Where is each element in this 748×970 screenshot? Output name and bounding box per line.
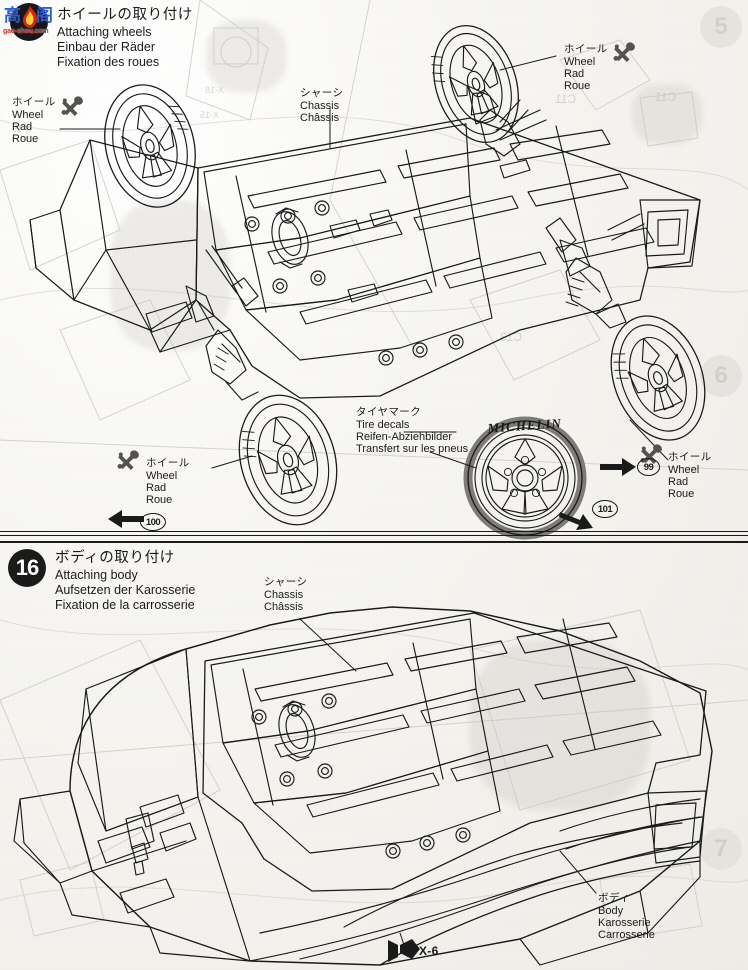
decal-arrows <box>108 458 636 530</box>
step-15-title-fr: Fixation des roues <box>57 54 160 69</box>
callout-tire-decals-jp: タイヤマーク <box>356 406 422 418</box>
watermark-char-1: 高 <box>4 6 21 25</box>
callout-body-step16-fr: Carrosserie <box>598 929 655 942</box>
divider-rule-lower <box>0 541 748 543</box>
tire-brand-text: MICHELIN <box>486 415 562 435</box>
callout-tire-decals-en: Tire decals <box>356 418 410 431</box>
callout-wheel-bottom-left-de: Rad <box>146 482 167 495</box>
callout-body-step16-en: Body <box>598 904 624 917</box>
cut-icon-top-right <box>613 42 635 62</box>
callout-wheel-top-right-de: Rad <box>564 68 585 81</box>
callout-wheel-top-left-en: Wheel <box>12 108 44 121</box>
callout-chassis-step16-de: Châssis <box>264 601 304 614</box>
callout-wheel-top-right-fr: Roue <box>564 80 591 93</box>
cut-icon-top-left <box>61 96 83 116</box>
step-16-title-jp: ボディの取り付け <box>55 550 175 566</box>
cut-icon-bottom-left <box>117 450 139 470</box>
callout-wheel-bottom-right-fr: Roue <box>668 488 695 501</box>
ghost-page-number-7: 7 <box>700 828 742 870</box>
step-16-header: 16 ボディの取り付け Attaching body Aufsetzen der… <box>8 549 195 612</box>
ghost-page-number-6: 6 <box>700 355 742 397</box>
callout-wheel-bottom-left-jp: ホイール <box>146 457 190 469</box>
callout-body-step16: ボディ Body Karosserie Carrosserie <box>598 892 655 942</box>
step-16-title-fr: Fixation de la carrosserie <box>55 597 195 612</box>
callout-chassis-step15-jp: シャーシ <box>300 87 344 99</box>
divider-rule-upper <box>0 531 748 532</box>
step-15-text: ホイールの取り付け Attaching wheels Einbau der Rä… <box>57 6 193 69</box>
callout-wheel-top-left: ホイール Wheel Rad Roue <box>12 96 56 146</box>
ghost-page-number-5: 5 <box>700 6 742 48</box>
callout-tire-decals: タイヤマーク Tire decals Reifen-Abziehbilder T… <box>356 406 469 456</box>
callout-chassis-step16-en: Chassis <box>264 588 304 601</box>
callout-chassis-step15-de: Châssis <box>300 112 340 125</box>
step-16-text: ボディの取り付け Attaching body Aufsetzen der Ka… <box>55 549 195 612</box>
callout-wheel-bottom-left-en: Wheel <box>146 469 178 482</box>
step-16-title-en: Attaching body <box>55 568 138 583</box>
callout-wheel-top-left-fr: Roue <box>12 133 39 146</box>
callout-wheel-top-right-jp: ホイール <box>564 43 608 55</box>
callout-wheel-bottom-right-de: Rad <box>668 476 689 489</box>
callout-tire-decals-fr: Transfert sur les pneus <box>356 443 469 456</box>
callout-wheel-bottom-left: ホイール Wheel Rad Roue <box>146 457 190 507</box>
callout-chassis-step16-jp: シャーシ <box>264 576 308 588</box>
marking-x6: X-6 <box>419 944 439 958</box>
step-16-title-de: Aufsetzen der Karosserie <box>55 582 196 597</box>
watermark-char-2: 阁 <box>36 6 53 25</box>
step-15-illustration: MICHELIN <box>29 24 706 540</box>
callout-chassis-step15-en: Chassis <box>300 99 340 112</box>
callout-chassis-step16: シャーシ Chassis Châssis <box>264 576 308 614</box>
step-15-header: 15 ホイールの取り付け Attaching wheels Einbau der… <box>10 6 193 69</box>
site-watermark: 高 阁 gao-shou.com <box>2 1 58 41</box>
step-16-illustration <box>13 606 713 966</box>
callout-wheel-top-right: ホイール Wheel Rad Roue <box>564 43 608 93</box>
callout-body-step16-jp: ボディ <box>598 892 630 904</box>
step-15-title-de: Einbau der Räder <box>57 39 155 54</box>
part-number-100: 100 <box>140 513 166 531</box>
callout-wheel-bottom-left-fr: Roue <box>146 494 173 507</box>
callout-wheel-top-left-de: Rad <box>12 121 33 134</box>
part-number-99: 99 <box>637 458 660 476</box>
callout-wheel-top-left-jp: ホイール <box>12 96 56 108</box>
step-16-number: 16 <box>8 549 46 587</box>
callout-chassis-step15: シャーシ Chassis Châssis <box>300 87 344 125</box>
part-number-101: 101 <box>592 500 618 518</box>
callout-wheel-bottom-right: ホイール Wheel Rad Roue <box>668 451 712 501</box>
step-15-title-jp: ホイールの取り付け <box>57 7 193 23</box>
callout-wheel-bottom-right-jp: ホイール <box>668 451 712 463</box>
callout-wheel-top-right-en: Wheel <box>564 55 596 68</box>
watermark-url: gao-shou.com <box>3 28 49 35</box>
body-screw-arrow <box>388 939 420 962</box>
divider-rule-mid <box>0 535 748 536</box>
step-15-title-en: Attaching wheels <box>57 25 152 40</box>
callout-tire-decals-de: Reifen-Abziehbilder <box>356 431 452 444</box>
watermark-flame-icon <box>23 6 38 28</box>
callout-wheel-bottom-right-en: Wheel <box>668 463 700 476</box>
callout-body-step16-de: Karosserie <box>598 917 651 930</box>
